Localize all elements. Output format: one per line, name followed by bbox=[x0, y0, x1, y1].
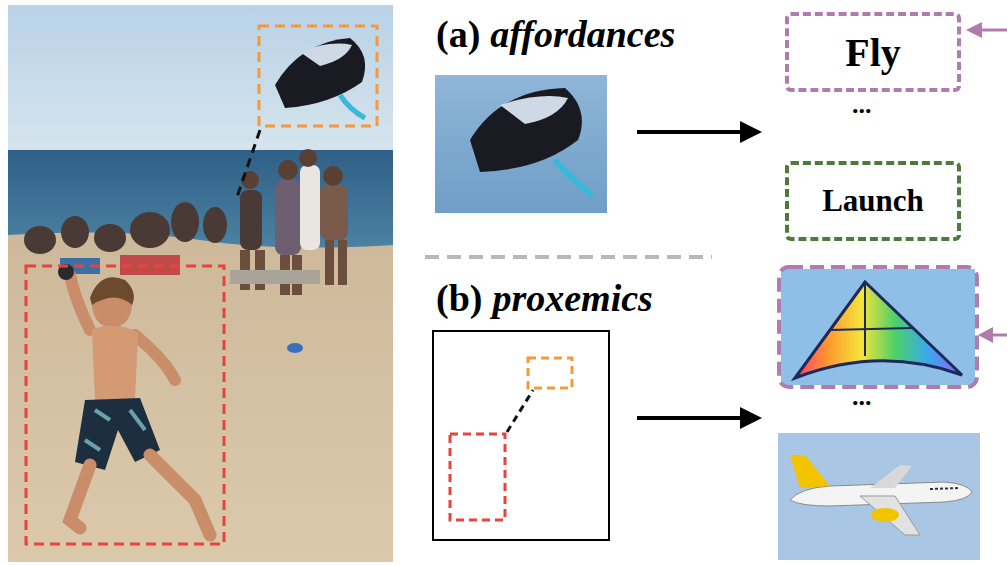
section-marker: ... bbox=[852, 90, 872, 120]
person-bbox bbox=[26, 266, 224, 544]
boy bbox=[58, 264, 210, 535]
section-marker: (b) bbox=[436, 276, 482, 320]
proxemics-schematic bbox=[433, 331, 609, 540]
relation-line bbox=[236, 130, 260, 200]
kite-thumbnail bbox=[435, 75, 607, 213]
separator bbox=[425, 255, 712, 259]
section-marker: (a) bbox=[436, 12, 480, 56]
box-text: Launch bbox=[822, 183, 924, 219]
rainbow-kite-image bbox=[779, 267, 977, 387]
label-box: Launch bbox=[785, 161, 961, 241]
section-title: proxemics bbox=[492, 276, 652, 320]
beach-photo bbox=[8, 5, 393, 562]
kite-bbox bbox=[259, 26, 377, 126]
label-box: Fly bbox=[785, 12, 961, 92]
section-marker: ... bbox=[852, 382, 872, 412]
section-title: affordances bbox=[490, 12, 675, 56]
kite bbox=[275, 38, 365, 118]
arrow bbox=[637, 121, 762, 429]
airplane-image bbox=[778, 433, 980, 560]
box-text: Fly bbox=[845, 29, 901, 76]
